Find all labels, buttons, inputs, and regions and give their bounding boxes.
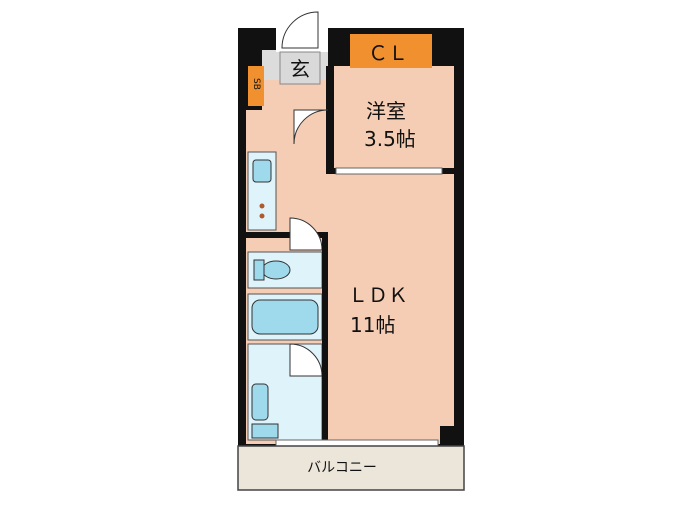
ldk-size: 11帖 — [350, 313, 395, 337]
entrance-label: 玄 — [290, 57, 310, 81]
wash-basin — [251, 383, 269, 421]
balcony-sliding-door — [275, 439, 439, 447]
shoe-box-label: SB — [251, 78, 261, 90]
entrance-door-swing — [281, 11, 319, 49]
closet-block — [350, 34, 432, 68]
wet-area-right-wall — [322, 238, 328, 442]
western-room-floor — [334, 66, 454, 170]
western-room-left-wall — [326, 66, 334, 172]
closet-label: ＣＬ — [368, 41, 408, 65]
toilet-bowl — [261, 260, 291, 280]
washroom-door-swing — [289, 343, 323, 377]
wet-area-wall — [246, 232, 328, 238]
bathtub — [251, 299, 319, 335]
toilet-door-swing — [289, 217, 323, 251]
western-room-door-gap — [335, 167, 443, 175]
ldk-name: ＬＤＫ — [348, 283, 408, 307]
balcony-label: バルコニー — [307, 460, 377, 476]
right-wall-column — [440, 426, 454, 444]
western-room-size: 3.5帖 — [364, 127, 416, 151]
hall-door-swing — [293, 109, 329, 145]
western-room-name: 洋室 — [366, 99, 406, 123]
stove-burner — [259, 213, 265, 219]
shoe-box-block — [248, 66, 264, 106]
toilet-tank — [253, 259, 265, 281]
kitchen-sink — [252, 159, 272, 183]
hall-floor — [262, 80, 328, 110]
stove-burner — [259, 203, 265, 209]
balcony-area — [237, 445, 465, 491]
entrance-block — [279, 51, 321, 85]
washing-machine — [251, 423, 279, 439]
